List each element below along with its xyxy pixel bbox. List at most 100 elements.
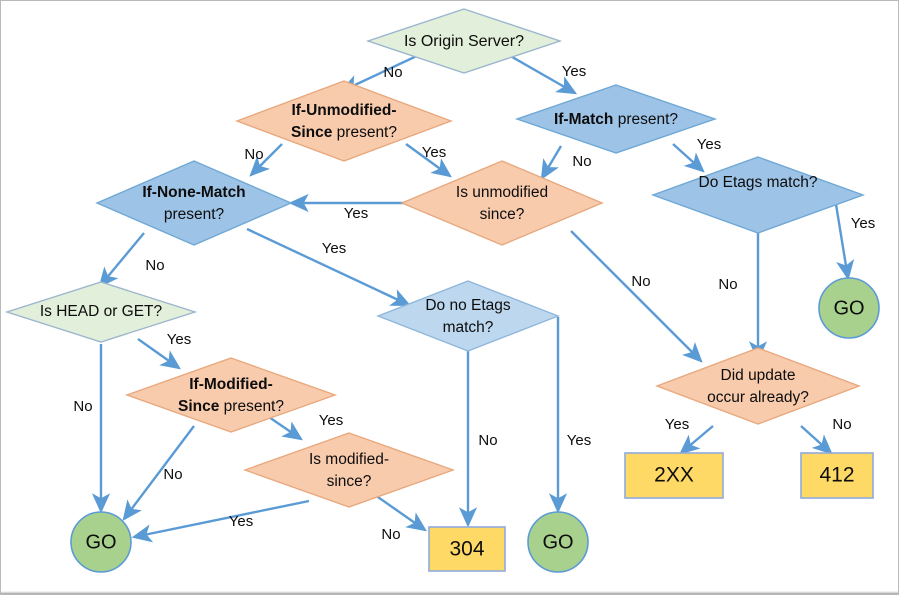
edge-label-doetags-no: No (718, 276, 737, 293)
node-label-line1: Is modified- (309, 451, 389, 468)
rect-shape (624, 452, 724, 499)
edge-label-ismod-yes: Yes (229, 513, 253, 530)
node-label-line2: occur already? (707, 389, 809, 406)
node-label-line2-bold: Since (291, 124, 333, 141)
node-result-304[interactable]: 304 (428, 526, 506, 572)
node-label-bold: If-Match (554, 111, 613, 128)
node-label: 304 (449, 538, 484, 561)
diamond-shape (655, 347, 861, 425)
edge-ifmod-yes (265, 414, 303, 441)
node-label-line2: Since present? (178, 398, 284, 415)
diamond-shape (400, 160, 604, 246)
edge-label-didupd-yes: Yes (665, 416, 689, 433)
diamond-shape (650, 156, 866, 234)
edge-ifmod-no (122, 425, 195, 521)
node-result-2xx[interactable]: 2XX (624, 452, 724, 499)
node-go-right[interactable]: GO (818, 277, 880, 339)
diamond-shape (95, 160, 293, 246)
node-label-line2-rest: present? (332, 124, 397, 141)
node-label-line2-rest: present? (219, 398, 284, 415)
node-label: GO (542, 531, 573, 553)
rect-shape (800, 452, 874, 499)
node-label-line2-text: since? (480, 206, 525, 223)
rect-shape (428, 526, 506, 572)
edge-label-ishead-no: No (73, 398, 92, 415)
edge-isunmod-no (570, 230, 703, 363)
diamond-shape (235, 80, 453, 162)
node-is-origin-server[interactable]: Is Origin Server? (365, 8, 563, 74)
node-do-etags-match[interactable]: Do Etags match? (650, 156, 866, 234)
node-did-update-occur-already[interactable]: Did update occur already? (655, 347, 861, 425)
node-label-line2: match? (443, 319, 494, 336)
edge-label-ifmod-yes: Yes (319, 412, 343, 429)
node-label-line1: If-Unmodified- (291, 102, 396, 119)
edge-label-ifnone-yes: Yes (322, 240, 346, 257)
node-label-line2: since? (480, 206, 525, 223)
edge-label-didupd-no: No (832, 416, 851, 433)
diamond-shape (124, 357, 338, 433)
node-label-line1: Did update (721, 367, 796, 384)
edge-ifunmod-yes (405, 143, 452, 178)
node-label-line1: Do no Etags (425, 297, 511, 314)
node-label: GO (85, 531, 116, 553)
node-label-line2: Since present? (291, 124, 397, 141)
edge-didupd-yes (679, 425, 714, 455)
edge-label-dono-yes: Yes (567, 432, 591, 449)
edge-label-dono-no: No (478, 432, 497, 449)
node-label: 2XX (654, 464, 694, 487)
edge-ifunmod-no (249, 143, 283, 177)
edge-ismod-yes (131, 499, 310, 543)
node-if-unmodified-since-present[interactable]: If-Unmodified- Since present? (235, 80, 453, 162)
edge-label-layer: No Yes No Yes No Yes Yes No Yes No No Ye… (73, 63, 875, 543)
edge-label-ifunmod-yes: Yes (422, 144, 446, 161)
edge-label-isunmod-no: No (631, 273, 650, 290)
node-is-head-or-get[interactable]: Is HEAD or GET? (4, 281, 198, 343)
edge-label-ifmatch-no: No (572, 153, 591, 170)
node-label-rest: present? (613, 111, 678, 128)
node-label-line2: since? (327, 473, 372, 490)
edge-ifnone-yes (246, 227, 412, 307)
node-label: If-Match present? (554, 111, 678, 128)
node-label-line1: If-None-Match (142, 184, 245, 201)
edge-didupd-no (800, 425, 833, 455)
node-label: GO (833, 297, 864, 319)
circle-shape (70, 511, 132, 573)
diamond-shape (242, 432, 456, 508)
node-if-none-match-present[interactable]: If-None-Match present? (95, 160, 293, 246)
node-do-no-etags-match[interactable]: Do no Etags match? (376, 280, 560, 352)
edge-label-ismod-no: No (381, 526, 400, 543)
node-label: Is HEAD or GET? (40, 303, 163, 320)
circle-shape (818, 277, 880, 339)
diamond-shape (365, 8, 563, 74)
circle-shape (527, 511, 589, 573)
edge-layer (91, 52, 855, 543)
edge-label-doetags-yes: Yes (851, 215, 875, 232)
edge-label-ifmod-no: No (163, 466, 182, 483)
node-label-line2-bold: Since (178, 398, 220, 415)
node-is-unmodified-since[interactable]: Is unmodified since? (400, 160, 604, 246)
node-label-line1: If-Modified- (189, 376, 273, 393)
diamond-shape (514, 84, 718, 154)
node-label-line2: present? (164, 206, 225, 223)
edge-label-ifnone-no: No (145, 257, 164, 274)
edge-label-ifunmod-no: No (244, 146, 263, 163)
node-if-match-present[interactable]: If-Match present? (514, 84, 718, 154)
node-go-left[interactable]: GO (70, 511, 132, 573)
edge-label-ishead-yes: Yes (167, 331, 191, 348)
node-label: Do Etags match? (699, 174, 818, 191)
node-label: Is Origin Server? (404, 33, 524, 50)
edge-label-origin-no: No (383, 64, 402, 81)
diamond-shape (4, 281, 198, 343)
edge-label-isunmod-yes: Yes (344, 205, 368, 222)
node-is-modified-since[interactable]: Is modified- since? (242, 432, 456, 508)
node-result-412[interactable]: 412 (800, 452, 874, 499)
node-if-modified-since-present[interactable]: If-Modified- Since present? (124, 357, 338, 433)
node-go-mid[interactable]: GO (527, 511, 589, 573)
edge-label-origin-yes: Yes (562, 63, 586, 80)
diamond-shape (376, 280, 560, 352)
edge-label-ifmatch-yes: Yes (697, 136, 721, 153)
edge-origin-yes (506, 52, 578, 95)
edge-ismod-no (374, 494, 427, 532)
